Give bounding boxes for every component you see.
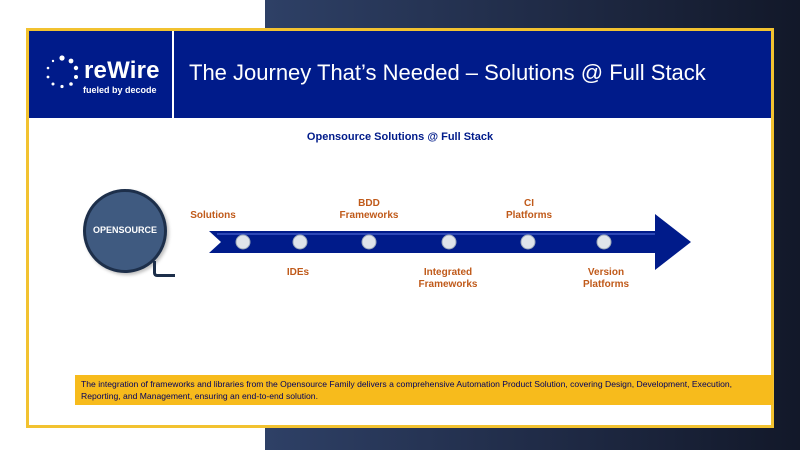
milestone-label-bdd-frameworks: BDD Frameworks: [339, 198, 399, 221]
logo-tagline: fueled by decode: [83, 85, 157, 95]
slide: reWire fueled by decode The Journey That…: [26, 28, 774, 428]
timeline-node: [235, 234, 251, 250]
header-bar: reWire fueled by decode The Journey That…: [29, 31, 771, 121]
summary-note: The integration of frameworks and librar…: [75, 375, 773, 405]
timeline-arrow: [209, 214, 691, 270]
timeline-nodes: [235, 234, 612, 250]
milestone-label-ci-platforms: CI Platforms: [505, 198, 553, 221]
timeline-node: [520, 234, 536, 250]
dot-ring-icon: [46, 55, 79, 89]
timeline-node: [441, 234, 457, 250]
opensource-bubble: [83, 189, 167, 273]
milestone-label-ides: IDEs: [286, 267, 310, 278]
timeline-node: [292, 234, 308, 250]
milestone-label-integrated-frameworks: Integrated Frameworks: [418, 267, 478, 290]
page-title: The Journey That’s Needed – Solutions @ …: [189, 60, 706, 85]
logo-wordmark: reWire: [84, 57, 160, 84]
opensource-bubble-tail: [153, 261, 175, 277]
timeline-node: [361, 234, 377, 250]
logo: reWire fueled by decode: [29, 31, 174, 118]
milestone-label-solutions: Solutions: [190, 210, 236, 221]
timeline-node: [596, 234, 612, 250]
section-subtitle: Opensource Solutions @ Full Stack: [306, 131, 494, 143]
opensource-label: OPENSOURCE: [92, 225, 157, 235]
milestone-label-version-platforms: Version Platforms: [582, 267, 630, 290]
